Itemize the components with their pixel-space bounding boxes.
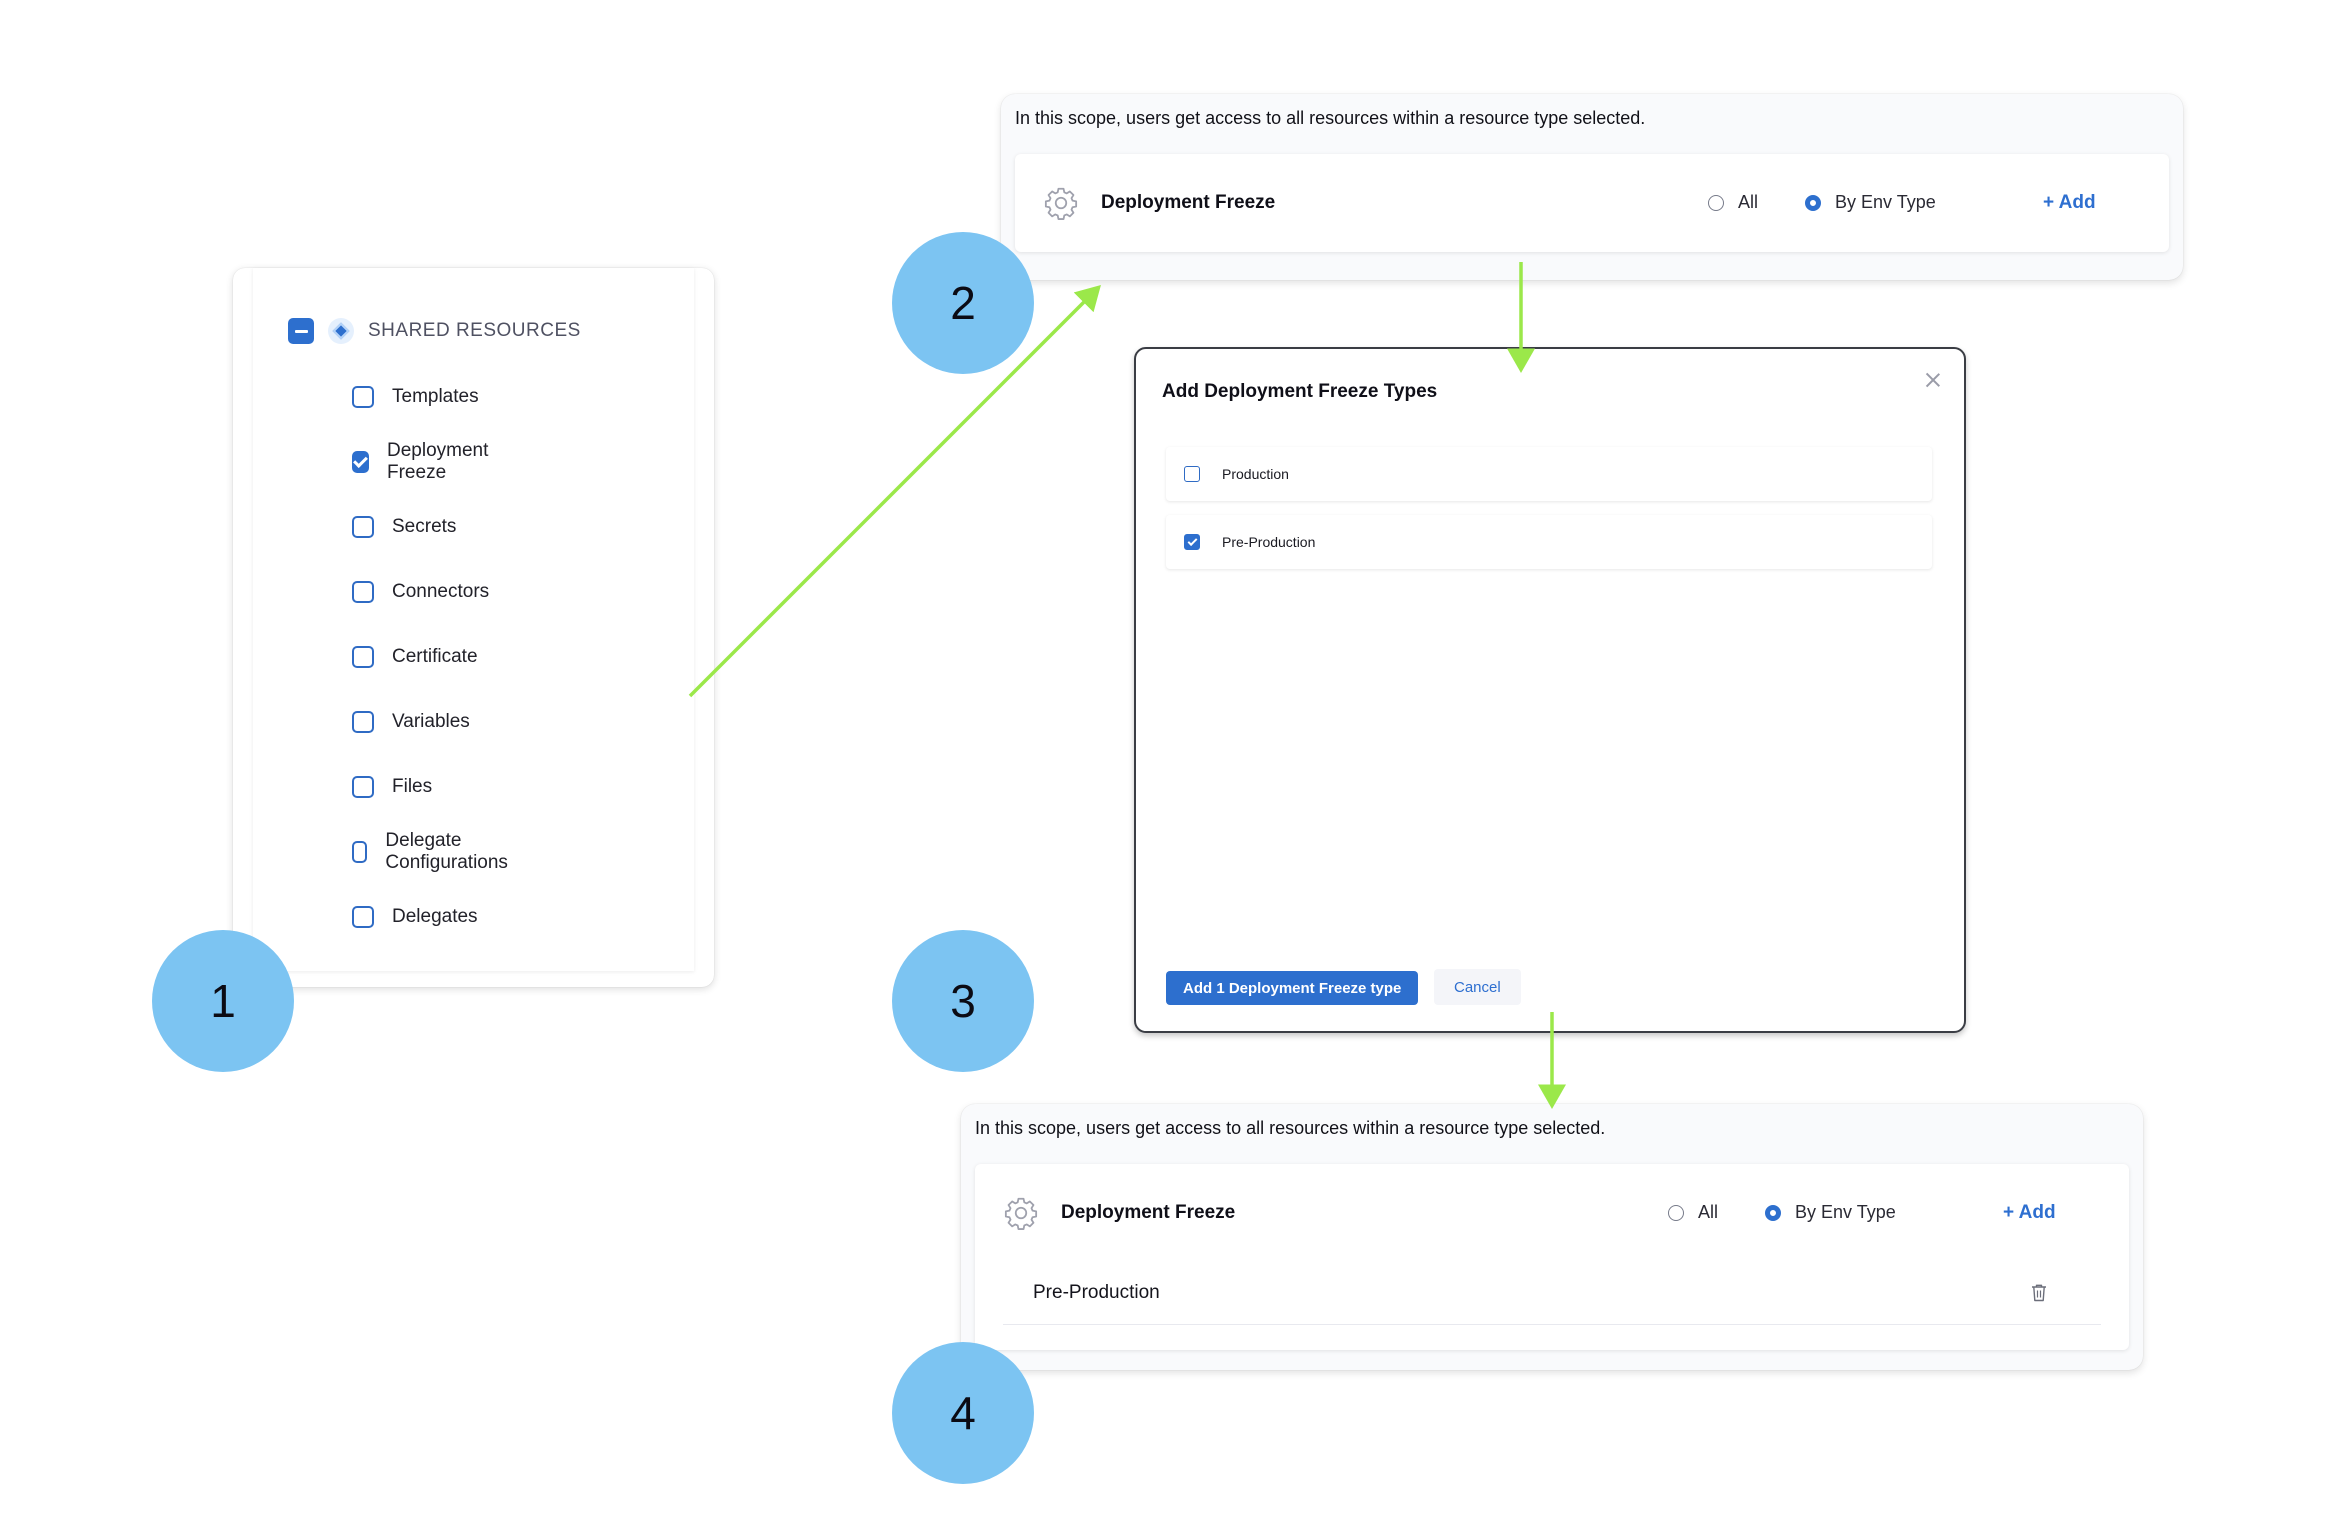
radio-all-circle[interactable] bbox=[1708, 194, 1724, 211]
resource-label: Certificate bbox=[392, 646, 478, 667]
radio-all-circle[interactable] bbox=[1668, 1204, 1684, 1221]
radio-by-env-type[interactable]: By Env Type bbox=[1805, 192, 1936, 213]
row-divider bbox=[1003, 1324, 2101, 1325]
delegate-configurations-checkbox[interactable] bbox=[352, 841, 368, 863]
resource-item-secrets[interactable]: Secrets bbox=[352, 512, 456, 542]
radio-all-label: All bbox=[1698, 1202, 1719, 1222]
delegates-checkbox[interactable] bbox=[352, 906, 374, 928]
gear-icon bbox=[1044, 187, 1078, 220]
secrets-checkbox[interactable] bbox=[352, 516, 374, 538]
modal-title: Add Deployment Freeze Types bbox=[1162, 381, 1438, 402]
arrow-step1-to-step2 bbox=[688, 285, 1101, 698]
resource-type-card: Deployment Freeze All By Env Type + Add bbox=[1015, 154, 2169, 252]
files-checkbox[interactable] bbox=[352, 776, 374, 798]
step-badge-3: 3 bbox=[892, 930, 1034, 1072]
resource-item-variables[interactable]: Variables bbox=[352, 707, 470, 737]
resource-item-connectors[interactable]: Connectors bbox=[352, 577, 489, 607]
add-deployment-freeze-types-modal: Add Deployment Freeze Types Production P… bbox=[1134, 347, 1966, 1033]
resource-item-delegates[interactable]: Delegates bbox=[352, 902, 478, 932]
step-badge-2: 2 bbox=[892, 232, 1034, 374]
resource-label: Delegate Configurations bbox=[385, 830, 508, 873]
radio-by-env-type[interactable]: By Env Type bbox=[1765, 1202, 1896, 1223]
radio-by-env-type-circle[interactable] bbox=[1805, 194, 1821, 211]
resource-item-templates[interactable]: Templates bbox=[352, 382, 479, 412]
resource-label: Variables bbox=[392, 711, 470, 732]
shared-resources-title: SHARED RESOURCES bbox=[368, 320, 581, 341]
resource-type-name: Deployment Freeze bbox=[1061, 1202, 1236, 1223]
scope-panel-after: In this scope, users get access to all r… bbox=[961, 1104, 2143, 1370]
templates-checkbox[interactable] bbox=[352, 386, 374, 408]
add-freeze-type-button[interactable]: Add 1 Deployment Freeze type bbox=[1166, 971, 1419, 1005]
radio-by-env-type-circle[interactable] bbox=[1765, 1204, 1781, 1221]
option-label: Production bbox=[1222, 466, 1289, 482]
trash-icon[interactable] bbox=[2030, 1283, 2048, 1303]
connectors-checkbox[interactable] bbox=[352, 581, 374, 603]
option-label: Pre-Production bbox=[1222, 534, 1316, 550]
resource-type-name: Deployment Freeze bbox=[1101, 192, 1276, 213]
add-link[interactable]: + Add bbox=[2003, 1202, 2056, 1223]
radio-all-label: All bbox=[1738, 192, 1759, 212]
shared-resources-header[interactable]: SHARED RESOURCES bbox=[288, 318, 581, 344]
radio-by-env-type-label: By Env Type bbox=[1835, 192, 1936, 212]
resource-item-delegate-configurations[interactable]: Delegate Configurations bbox=[352, 830, 515, 873]
resource-label: Delegates bbox=[392, 906, 478, 927]
resource-label: Templates bbox=[392, 386, 479, 407]
resource-label: Secrets bbox=[392, 516, 457, 537]
resource-type-card: Deployment Freeze All By Env Type + Add … bbox=[975, 1164, 2129, 1350]
shared-resources-icon bbox=[328, 318, 354, 344]
selected-env-type-row: Pre-Production bbox=[1033, 1282, 1160, 1303]
cancel-button[interactable]: Cancel bbox=[1434, 969, 1521, 1005]
radio-all[interactable]: All bbox=[1708, 192, 1758, 213]
resource-label: Deployment Freeze bbox=[387, 440, 489, 483]
option-production[interactable]: Production bbox=[1166, 447, 1932, 501]
step-badge-1: 1 bbox=[152, 930, 294, 1072]
deployment-freeze-checkbox[interactable] bbox=[352, 451, 369, 473]
resource-label: Connectors bbox=[392, 581, 490, 602]
certificate-checkbox[interactable] bbox=[352, 646, 374, 668]
pre-production-checkbox[interactable] bbox=[1184, 534, 1200, 550]
shared-resources-inner bbox=[253, 268, 694, 971]
radio-all[interactable]: All bbox=[1668, 1202, 1718, 1223]
scope-description: In this scope, users get access to all r… bbox=[1015, 108, 1646, 128]
variables-checkbox[interactable] bbox=[352, 711, 374, 733]
step-badge-4: 4 bbox=[892, 1342, 1034, 1484]
resource-item-certificate[interactable]: Certificate bbox=[352, 642, 478, 672]
resource-label: Files bbox=[392, 776, 433, 797]
scope-description: In this scope, users get access to all r… bbox=[975, 1118, 1606, 1138]
scope-panel-before: In this scope, users get access to all r… bbox=[1001, 94, 2183, 280]
option-pre-production[interactable]: Pre-Production bbox=[1166, 515, 1932, 569]
production-checkbox[interactable] bbox=[1184, 466, 1200, 482]
collapse-minus-icon[interactable] bbox=[288, 318, 314, 344]
add-link[interactable]: + Add bbox=[2043, 192, 2096, 213]
shared-resources-panel bbox=[233, 268, 714, 987]
resource-item-files[interactable]: Files bbox=[352, 772, 432, 802]
resource-item-deployment-freeze[interactable]: Deployment Freeze bbox=[352, 440, 493, 483]
radio-by-env-type-label: By Env Type bbox=[1795, 1202, 1896, 1222]
gear-icon bbox=[1004, 1197, 1038, 1230]
